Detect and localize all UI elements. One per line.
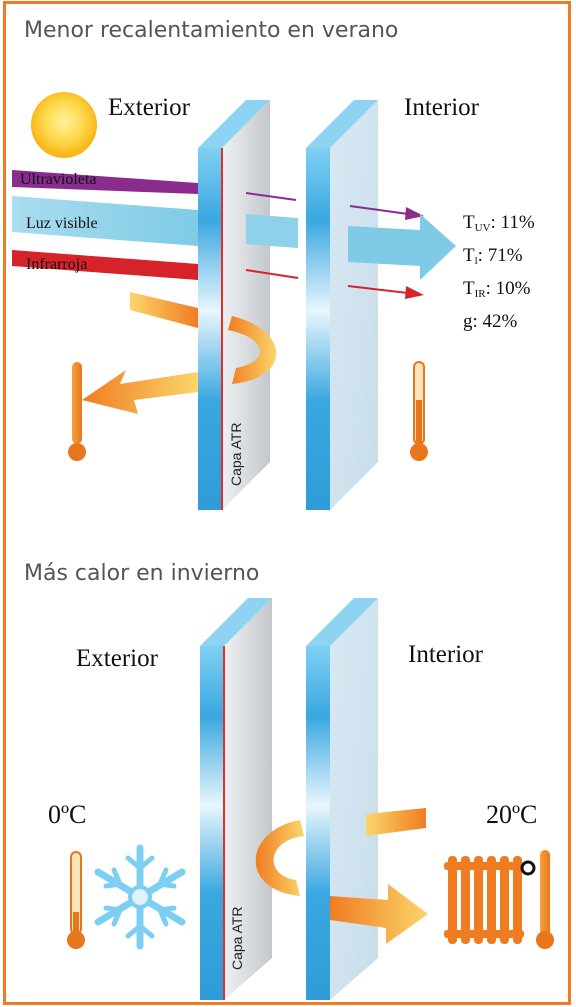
visible-ray-in (12, 196, 198, 246)
radiator-icon (444, 856, 536, 944)
ir-ray-in (12, 250, 198, 280)
thermometer-exterior-summer-icon (68, 362, 86, 461)
heat-out-arrow (82, 370, 198, 414)
uv-ray-mid (245, 192, 297, 201)
summer-title: Menor recalentamiento en verano (24, 18, 399, 43)
snowflake-icon (94, 844, 186, 950)
thermometer-exterior-winter-icon (67, 851, 85, 949)
heat-in-arrow (130, 292, 198, 328)
winter-atr-layer-label: Capa ATR (229, 906, 245, 970)
summer-exterior-label: Exterior (108, 94, 190, 121)
temp-exterior: 0ºC (48, 800, 87, 829)
temp-interior: 20ºC (486, 800, 538, 829)
heat-loop-winter (255, 820, 304, 896)
uv-ray-out (349, 205, 409, 215)
winter-title: Más calor en invierno (24, 561, 260, 586)
heat-loop (228, 316, 277, 384)
sun-icon (31, 92, 97, 158)
visible-ray-mid (246, 214, 298, 248)
heat-in-winter-arrow (366, 808, 426, 836)
ir-ray-out (347, 285, 409, 294)
ir-ray-mid (245, 269, 299, 279)
stat-tuv: TUV: 11% (463, 212, 535, 234)
uv-label: Ultravioleta (20, 171, 97, 188)
stat-tl: Tl: 71% (463, 245, 523, 267)
visible-ray-out (348, 214, 456, 280)
winter-interior-label: Interior (408, 641, 483, 668)
heat-return-arrow (330, 884, 428, 944)
clear-glass-pane-winter (306, 598, 378, 1000)
thermometer-interior-winter-icon (536, 850, 554, 949)
atr-glass-pane-summer (198, 100, 270, 510)
stat-tir: TIR: 10% (463, 278, 531, 300)
visible-label: Luz visible (26, 215, 98, 232)
summer-atr-layer-label: Capa ATR (228, 422, 244, 486)
atr-glass-pane-winter (200, 598, 272, 1000)
summer-interior-label: Interior (404, 94, 479, 121)
thermometer-interior-summer-icon (410, 361, 428, 461)
clear-glass-pane-summer (306, 100, 378, 510)
uv-ray-in (12, 170, 198, 194)
winter-exterior-label: Exterior (76, 645, 158, 672)
ir-label: Infrarroja (26, 256, 88, 273)
stat-g: g: 42% (463, 311, 518, 332)
